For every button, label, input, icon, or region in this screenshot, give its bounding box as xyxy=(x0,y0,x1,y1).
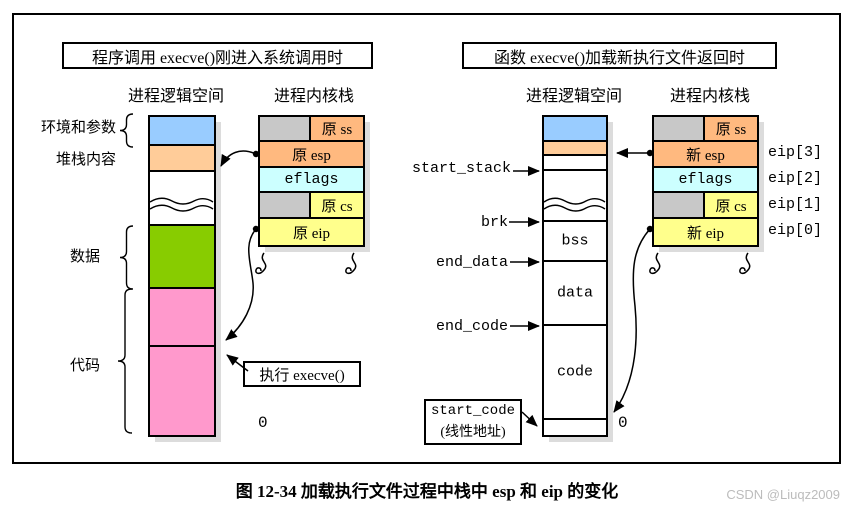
brk-label: brk xyxy=(480,214,508,231)
right-title-box: 函数 execve()加载新执行文件返回时 xyxy=(462,42,777,69)
right-eflags-label: eflags xyxy=(654,168,757,191)
start-code-box: start_code (线性地址) xyxy=(424,399,522,445)
gray-cell xyxy=(260,117,311,140)
right-code-block: code xyxy=(544,326,606,420)
watermark: CSDN @Liuqz2009 xyxy=(726,487,840,502)
start-stack-label: start_stack xyxy=(412,160,512,177)
left-eflags-label: eflags xyxy=(260,168,363,191)
right-zero-label: 0 xyxy=(618,414,628,432)
right-kernel-stack: 原 ss 新 esp eflags 原 cs 新 eip xyxy=(652,115,759,247)
end-data-label: end_data xyxy=(435,254,508,271)
right-start-stack-block xyxy=(544,156,606,171)
data-label: data xyxy=(556,284,593,302)
right-title: 函数 execve()加载新执行文件返回时 xyxy=(493,49,746,67)
left-logical-column xyxy=(148,115,216,437)
right-row-eflags: eflags xyxy=(654,168,757,193)
right-row-cs: 原 cs xyxy=(654,193,757,219)
left-title: 程序调用 execve()刚进入系统调用时 xyxy=(91,49,344,67)
right-esp-label: 新 esp xyxy=(654,142,757,166)
gray-cell xyxy=(654,117,705,140)
start-code-sublabel: (线性地址) xyxy=(440,425,506,440)
eip1-label: eip[1] xyxy=(768,196,823,213)
left-logical-header: 进程逻辑空间 xyxy=(127,88,224,105)
left-code-upper-block xyxy=(150,289,214,347)
start-code-label: start_code xyxy=(430,403,515,419)
left-stack-header: 进程内核栈 xyxy=(273,88,354,105)
left-env-label: 环境和参数 xyxy=(40,120,116,136)
left-eip-label: 原 eip xyxy=(260,219,363,245)
left-gap-block xyxy=(150,172,214,226)
left-env-block xyxy=(150,117,214,146)
bss-label: bss xyxy=(561,232,589,250)
right-stack-header: 进程内核栈 xyxy=(669,88,750,105)
right-start-code-block xyxy=(544,420,606,435)
left-esp-label: 原 esp xyxy=(260,142,363,166)
exec-note-box: 执行 execve() xyxy=(243,361,361,387)
right-heap-gap-block xyxy=(544,171,606,222)
left-row-esp: 原 esp xyxy=(260,142,363,168)
right-data-block: data xyxy=(544,262,606,326)
exec-note-label: 执行 execve() xyxy=(259,367,345,384)
left-row-ss: 原 ss xyxy=(260,117,363,142)
end-code-label: end_code xyxy=(435,318,508,335)
left-row-eflags: eflags xyxy=(260,168,363,193)
right-ss-label: 原 ss xyxy=(705,117,757,140)
left-title-box: 程序调用 execve()刚进入系统调用时 xyxy=(62,42,373,69)
left-data-label: 数据 xyxy=(69,249,100,265)
figure-caption: 图 12-34 加载执行文件过程中栈中 esp 和 eip 的变化 xyxy=(235,482,619,501)
left-row-cs: 原 cs xyxy=(260,193,363,219)
right-eip-label: 新 eip xyxy=(654,219,757,245)
gray-cell xyxy=(654,193,705,217)
left-code-label: 代码 xyxy=(69,358,100,374)
right-row-esp: 新 esp xyxy=(654,142,757,168)
gray-cell xyxy=(260,193,311,217)
right-row-eip: 新 eip xyxy=(654,219,757,245)
left-stack-content-label: 堆栈内容 xyxy=(55,152,116,168)
right-stack-content-block xyxy=(544,142,606,156)
left-zero-label: 0 xyxy=(258,414,268,432)
left-code-lower-block xyxy=(150,347,214,435)
left-kernel-stack: 原 ss 原 esp eflags 原 cs 原 eip xyxy=(258,115,365,247)
left-row-eip: 原 eip xyxy=(260,219,363,245)
outer-border xyxy=(12,13,841,464)
code-label: code xyxy=(556,363,593,381)
eip2-label: eip[2] xyxy=(768,170,823,187)
right-row-ss: 原 ss xyxy=(654,117,757,142)
right-logical-header: 进程逻辑空间 xyxy=(525,88,622,105)
right-logical-column: bss data code xyxy=(542,115,608,437)
eip3-label: eip[3] xyxy=(768,144,823,161)
right-env-block xyxy=(544,117,606,142)
right-bss-block: bss xyxy=(544,222,606,262)
right-cs-label: 原 cs xyxy=(705,193,757,217)
left-cs-label: 原 cs xyxy=(311,193,363,217)
left-ss-label: 原 ss xyxy=(311,117,363,140)
left-stack-content-block xyxy=(150,146,214,172)
eip0-label: eip[0] xyxy=(768,222,823,239)
left-data-block xyxy=(150,226,214,289)
